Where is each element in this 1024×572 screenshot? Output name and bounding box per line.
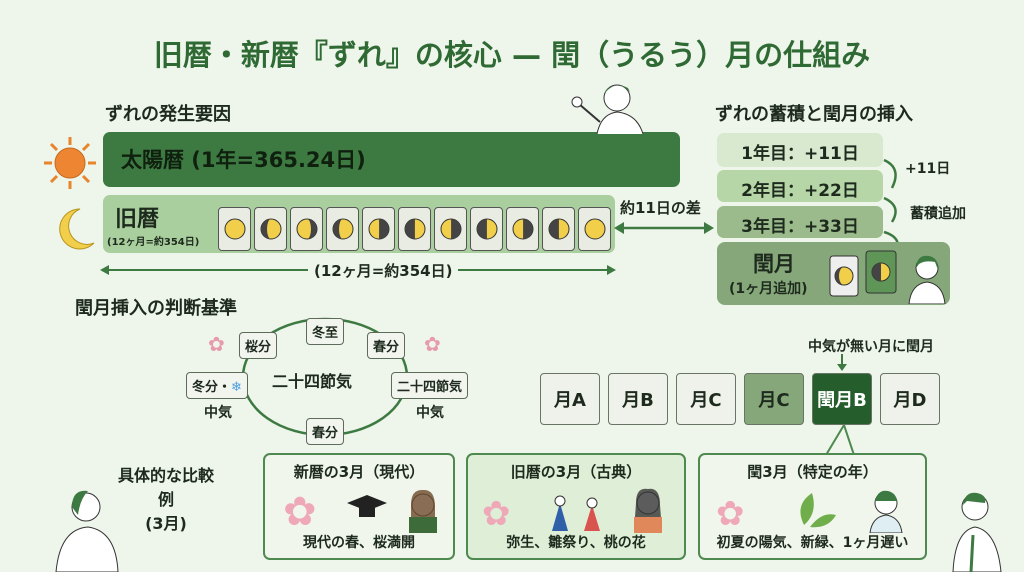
moon-phase-card: [578, 207, 611, 251]
lunar-calendar-bar: 旧暦 (12ヶ月=約354日): [103, 195, 615, 253]
svg-text:✿: ✿: [283, 489, 317, 533]
card-caption: 初夏の陽気、新緑、1ヶ月遅い: [716, 535, 909, 551]
accum-heading: ずれの蓄積と閏月の挿入: [715, 104, 913, 125]
month-a: 月A: [540, 373, 600, 425]
example-card-old: 旧暦の3月（古典） ✿ 弥生、雛祭り、桃の花: [466, 453, 686, 560]
leap-name: 閏月: [753, 252, 795, 276]
snowflake-icon: ❄: [231, 380, 242, 395]
leap-month-b: 閏月B: [812, 373, 872, 425]
card-title: 閏3月（特定の年）: [747, 463, 878, 481]
span-label: (12ヶ月=約354日): [308, 260, 459, 281]
step-label: +11日: [905, 161, 951, 177]
solar-calendar-bar: 太陽暦 (1年=365.24日): [103, 132, 680, 187]
thinking-person-illustration: [908, 255, 946, 304]
sun-icon: [44, 137, 96, 189]
moon-icon: [512, 218, 533, 240]
crescent-moon-icon: [59, 208, 95, 250]
moon-icon: [296, 218, 317, 240]
example-card-new: 新暦の3月（現代） ✿ 現代の春、桜満開: [263, 453, 455, 560]
moon-icon: [260, 218, 281, 240]
svg-text:✿: ✿: [482, 494, 511, 533]
lunar-name: 旧暦: [115, 207, 160, 232]
year-1-row: 1年目：+11日: [717, 133, 883, 167]
moon-phase-card: [218, 207, 251, 251]
leap-sub: (1ヶ月追加): [729, 281, 808, 297]
month-c-2: 月C: [744, 373, 804, 425]
examples-sub: (3月): [145, 514, 187, 533]
left-caption: 中気: [204, 405, 232, 421]
moon-phase-card: [326, 207, 359, 251]
moon-icon: [440, 218, 461, 240]
term-left-label: 冬分・: [192, 380, 232, 395]
svg-text:✿: ✿: [716, 494, 745, 533]
sakura-icon: ✿: [424, 332, 441, 356]
moon-icon: [368, 218, 389, 240]
year-3-row: 3年目：+33日: [717, 206, 883, 238]
person-right-illustration: [952, 492, 1002, 572]
moon-icon: [584, 218, 605, 240]
moon-phase-card: [290, 207, 323, 251]
year-2-row: 2年目：+22日: [717, 170, 883, 202]
accum-label: 蓄積追加: [910, 206, 966, 222]
moon-phase-card: [434, 207, 467, 251]
leap-month-box: 閏月 (1ヶ月追加): [717, 242, 950, 305]
term-right: 二十四節気: [391, 372, 469, 399]
moon-phase-card: [506, 207, 539, 251]
new-calendar-illustration: ✿: [283, 489, 437, 533]
hina-matsuri-illustration: ✿: [482, 488, 662, 533]
moon-phase-card: [362, 207, 395, 251]
examples-heading: 具体的な比較例 (3月): [116, 462, 216, 534]
right-caption: 中気: [416, 405, 444, 421]
leap-moon-cards: [829, 250, 897, 297]
month-d: 月D: [880, 373, 940, 425]
term-left: 冬分・❄: [186, 372, 248, 399]
month-c: 月C: [676, 373, 736, 425]
diff-label: 約11日の差: [620, 199, 701, 217]
example-card-leap: 閏3月（特定の年） ✿ 初夏の陽気、新緑、1ヶ月遅い: [698, 453, 927, 560]
moon-phase-card: [542, 207, 575, 251]
months-note: 中気が無い月に閏月: [808, 339, 934, 355]
month-b: 月B: [608, 373, 668, 425]
card-title: 新暦の3月（現代）: [293, 463, 425, 481]
moon-icon: [224, 218, 245, 240]
early-summer-illustration: ✿: [716, 490, 903, 533]
examples-title: 具体的な比較例: [117, 466, 214, 509]
term-top: 冬至: [306, 318, 345, 345]
down-arrow: [837, 354, 847, 371]
cycle-center: 二十四節気: [272, 372, 353, 391]
sakura-icon: ✿: [208, 332, 225, 356]
moon-phase-card: [254, 207, 287, 251]
lunar-sub: (12ヶ月=約354日): [107, 237, 200, 248]
person-left-illustration: [55, 490, 119, 572]
moon-icon: [404, 218, 425, 240]
moon-icon: [476, 218, 497, 240]
term-top-right: 春分: [367, 332, 406, 359]
card-caption: 現代の春、桜満開: [303, 535, 415, 551]
moon-icon: [332, 218, 353, 240]
term-bottom: 春分: [306, 418, 345, 445]
moon-phase-card: [470, 207, 503, 251]
term-top-left: 桜分: [239, 332, 278, 359]
cause-heading: ずれの発生要因: [105, 104, 231, 125]
card-title: 旧暦の3月（古典）: [510, 463, 642, 481]
pointing-person-illustration: [571, 84, 644, 134]
moon-icon: [548, 218, 569, 240]
diff-arrow: [614, 222, 714, 234]
page-title: 旧暦・新暦『ずれ』の核心 — 閏（うるう）月の仕組み: [153, 38, 871, 72]
criteria-heading: 閏月挿入の判断基準: [75, 298, 237, 319]
moon-phase-card: [398, 207, 431, 251]
card-caption: 弥生、雛祭り、桃の花: [506, 535, 646, 551]
